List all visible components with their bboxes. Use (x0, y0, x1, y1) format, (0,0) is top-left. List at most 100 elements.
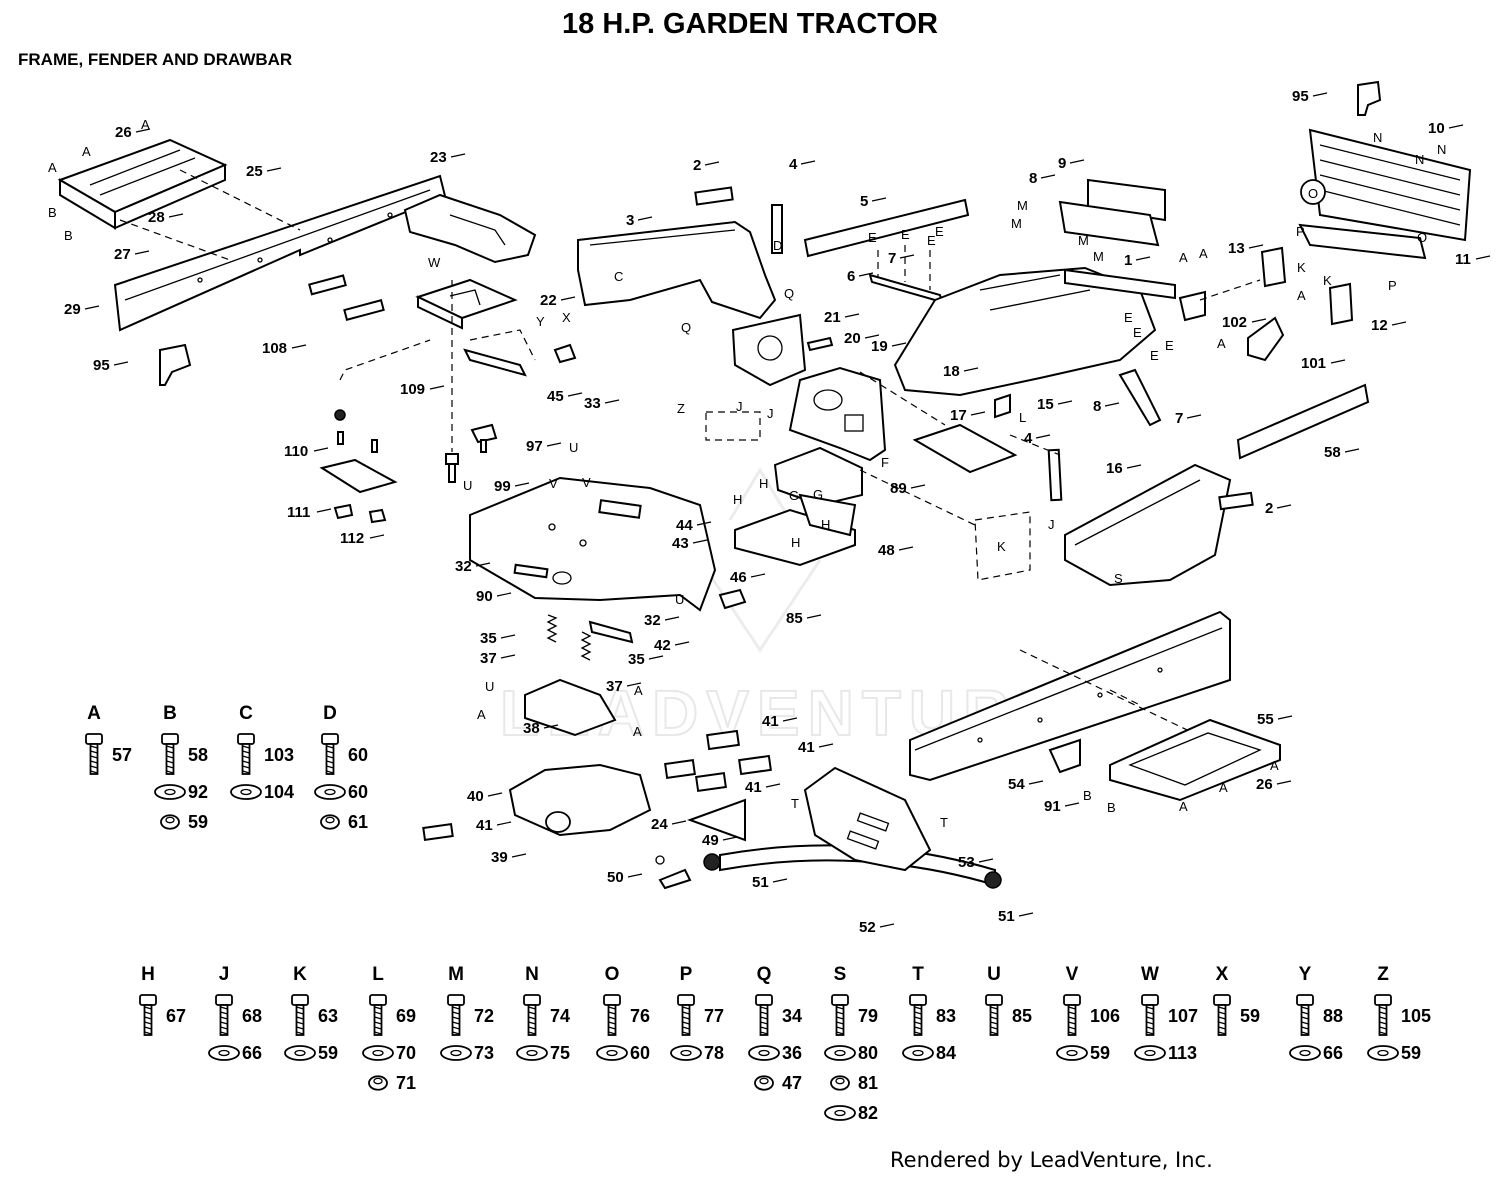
part-rod-45 (463, 348, 527, 377)
leader-line (637, 216, 653, 221)
leader-line (1344, 448, 1360, 453)
part-decal-2 (694, 186, 734, 206)
callout-7: 7 (888, 250, 896, 267)
callout-6: 6 (847, 268, 855, 285)
hardware-letter: O (605, 964, 620, 985)
part-panel-21 (731, 313, 807, 387)
callout-101: 101 (1301, 355, 1326, 372)
hardware-part-58: 58 (188, 745, 208, 765)
letter-marker-V: V (582, 475, 591, 490)
letter-marker-M: M (1078, 233, 1089, 248)
letter-marker-K: K (1323, 273, 1332, 288)
leader-line (750, 573, 766, 578)
callout-111: 111 (287, 504, 310, 521)
leader-line (496, 821, 512, 826)
hardware-part-77: 77 (704, 1006, 724, 1026)
hardware-letter: X (1216, 964, 1229, 985)
callout-22: 22 (540, 292, 557, 309)
hardware-part-70: 70 (396, 1043, 416, 1063)
callout-9: 9 (1058, 155, 1066, 172)
hardware-letter: P (680, 964, 693, 985)
callout-102: 102 (1222, 314, 1247, 331)
letter-marker-J: J (767, 406, 774, 421)
callout-23: 23 (430, 149, 447, 166)
leader-line (627, 873, 643, 878)
part-panel-89 (773, 446, 863, 507)
hardware-part-59: 59 (318, 1043, 338, 1063)
letter-marker-M: M (1093, 249, 1104, 264)
letter-marker-W: W (428, 255, 441, 270)
letter-marker-E: E (1133, 325, 1142, 340)
hardware-part-67: 67 (166, 1006, 186, 1026)
letter-marker-A: A (633, 724, 642, 739)
part-grill-frame-10 (1300, 128, 1472, 242)
hardware-part-76: 76 (630, 1006, 650, 1026)
letter-marker-C: C (614, 269, 623, 284)
callout-4: 4 (789, 156, 798, 173)
callout-89: 89 (890, 480, 907, 497)
part-knob-109 (334, 409, 346, 421)
hardware-group-U: U85 (985, 964, 1032, 1036)
watermark-logo (698, 467, 822, 653)
leader-line (1251, 318, 1267, 323)
hardware-part-75: 75 (550, 1043, 570, 1063)
hardware-part-105: 105 (1401, 1006, 1431, 1026)
leader-line (844, 313, 860, 318)
callout-27: 27 (114, 246, 131, 263)
letter-marker-B: B (1083, 788, 1092, 803)
leader-line (970, 411, 986, 416)
hardware-part-74: 74 (550, 1006, 570, 1026)
callout-97: 97 (526, 438, 543, 455)
letter-marker-T: T (940, 815, 948, 830)
part-dash-19 (788, 366, 887, 462)
letter-marker-B: B (64, 228, 73, 243)
hardware-part-92: 92 (188, 782, 208, 802)
hardware-legend: A57B589259C103104D606061H67J6866K6359L69… (85, 703, 1431, 1123)
hardware-part-84: 84 (936, 1043, 956, 1063)
letter-marker-A: A (1179, 799, 1188, 814)
leader-line (864, 334, 880, 339)
hardware-letter: J (219, 964, 230, 985)
leader-line (800, 160, 816, 165)
leader-line (1248, 244, 1264, 249)
leader-line (1040, 174, 1056, 179)
leader-line (806, 614, 822, 619)
letter-marker-E: E (935, 224, 944, 239)
letter-marker-Y: Y (536, 314, 545, 329)
hardware-part-113: 113 (1168, 1043, 1197, 1063)
letter-marker-H: H (759, 476, 768, 491)
hardware-part-36: 36 (782, 1043, 802, 1063)
letter-marker-A: A (634, 683, 643, 698)
leader-line (1186, 414, 1202, 419)
leader-line (1312, 92, 1328, 97)
callout-7: 7 (1175, 410, 1183, 427)
callout-112: 112 (340, 530, 364, 547)
letter-marker-G: G (789, 488, 799, 503)
leader-line (978, 858, 994, 863)
letter-marker-D: D (773, 238, 782, 253)
hardware-part-60: 60 (348, 745, 368, 765)
diagram-subtitle: FRAME, FENDER AND DRAWBAR (18, 50, 293, 69)
letter-marker-O: O (1417, 230, 1427, 245)
callout-15: 15 (1037, 396, 1054, 413)
hardware-part-106: 106 (1090, 1006, 1120, 1026)
hardware-part-66: 66 (1323, 1043, 1343, 1063)
callout-41: 41 (476, 817, 493, 834)
letter-marker-E: E (927, 233, 936, 248)
letter-marker-N: N (1415, 152, 1424, 167)
part-decal-24 (687, 798, 746, 842)
leader-line (910, 484, 926, 489)
callout-109: 109 (400, 381, 425, 398)
hardware-part-73: 73 (474, 1043, 494, 1063)
leader-line (692, 539, 708, 544)
part-bracket-38 (524, 678, 617, 737)
letter-marker-U: U (675, 592, 684, 607)
callout-99: 99 (494, 478, 511, 495)
leader-line (1064, 802, 1080, 807)
callout-13: 13 (1228, 240, 1245, 257)
letter-marker-B: B (48, 205, 57, 220)
hardware-part-81: 81 (858, 1073, 878, 1093)
